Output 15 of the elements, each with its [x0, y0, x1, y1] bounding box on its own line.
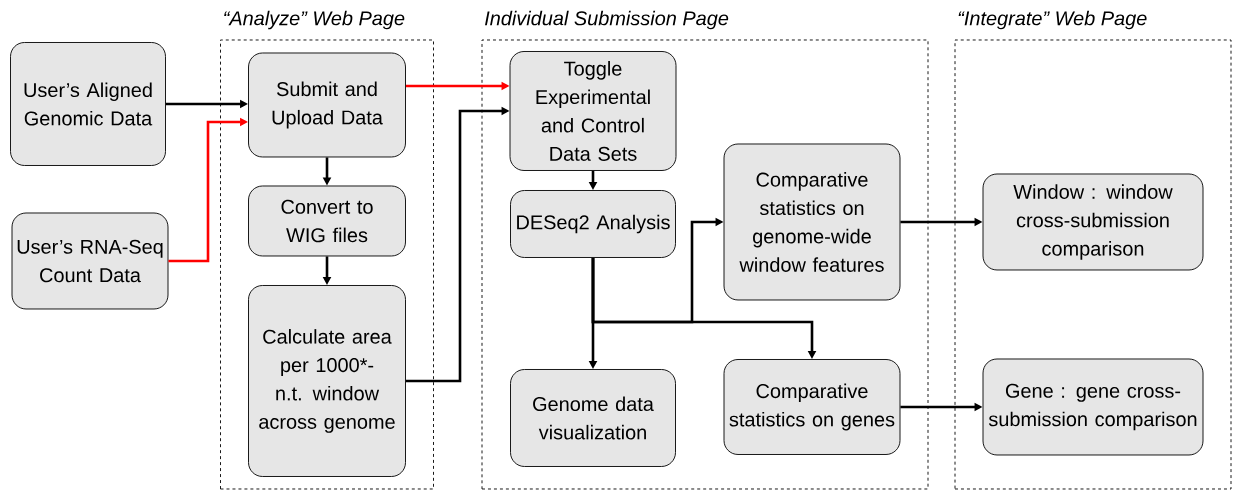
process-box: Submit and Upload Data: [248, 52, 406, 158]
process-box: Genome data visualization: [510, 369, 676, 467]
process-box: Convert to WIG files: [248, 185, 406, 257]
process-box: Comparative statistics on genome-wide window features: [723, 143, 901, 301]
process-box: Window : window cross-submission comparison: [982, 173, 1204, 271]
process-box: Calculate area per 1000*-n.t. window across genome: [248, 285, 406, 477]
process-box: User’s Aligned Genomic Data: [10, 42, 166, 166]
group-heading: “Integrate” Web Page: [958, 10, 1147, 30]
group-heading: Individual Submission Page: [485, 10, 729, 30]
process-box: DESeq2 Analysis: [510, 190, 676, 258]
group-heading: “Analyze” Web Page: [224, 10, 405, 30]
process-box: Gene : gene cross-submission comparison: [982, 358, 1204, 456]
process-box: User’s RNA-Seq Count Data: [11, 212, 169, 310]
process-box: Comparative statistics on genes: [723, 359, 901, 455]
process-box: Toggle Experimental and Control Data Sets: [509, 51, 677, 171]
